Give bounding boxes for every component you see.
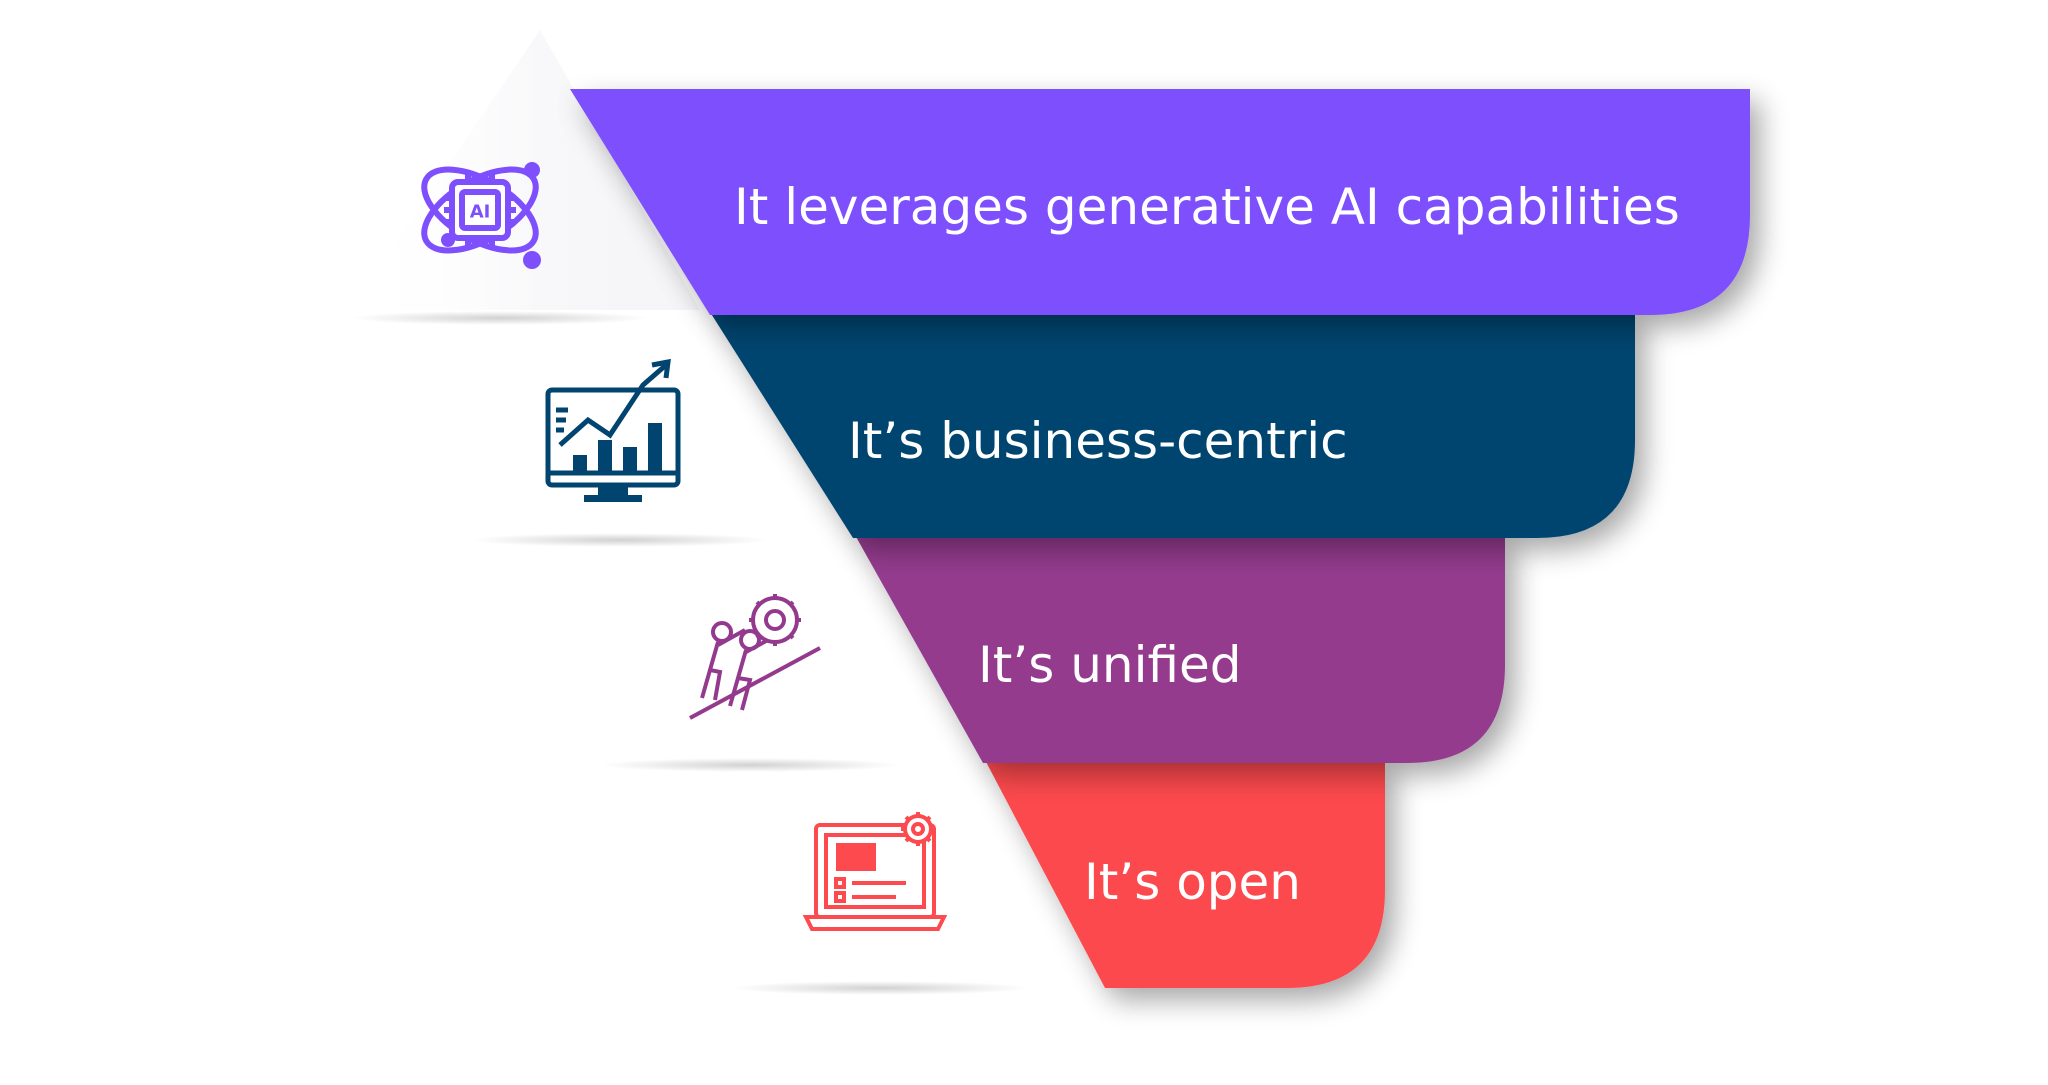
ai-atom-chip-icon: AI: [421, 162, 541, 269]
tier-4-label: It’s open: [1084, 853, 1301, 911]
tier-4-shape: [985, 760, 1385, 988]
wedge-shadow-3: [600, 758, 900, 772]
tier-2-label: It’s business-centric: [848, 412, 1348, 470]
wedge-shadow-4: [730, 981, 1030, 995]
wedge-shadow-1: [350, 311, 650, 325]
tier-1-shape: [570, 89, 1750, 315]
tier-3-label: It’s unified: [978, 636, 1241, 694]
tier-1-label: It leverages generative AI capabilities: [734, 178, 1680, 236]
growth-chart-monitor-icon: [545, 358, 681, 502]
teamwork-gear-icon: [689, 594, 821, 720]
tier-3-shape: [855, 535, 1505, 763]
ai-chip-text: AI: [470, 202, 491, 223]
laptop-settings-icon: [802, 812, 948, 931]
wedge-shadow-2: [470, 533, 770, 547]
tier-2-shape: [710, 312, 1635, 538]
